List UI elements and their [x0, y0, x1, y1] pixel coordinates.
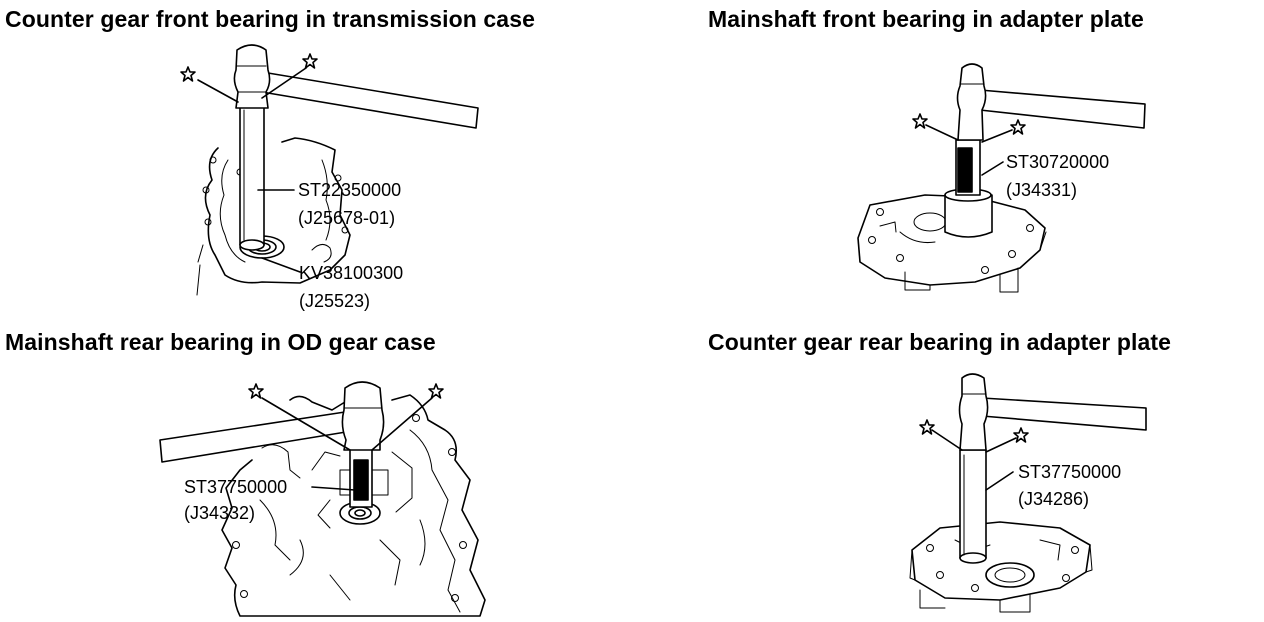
star-symbol-icon [248, 383, 264, 399]
diagram-counter-gear-rear [909, 373, 1147, 613]
star-symbol-icon [1013, 427, 1029, 443]
drift-tool-st37750000 [349, 444, 373, 508]
star-symbol-icon [428, 383, 444, 399]
part-label-j34331: (J34331) [1006, 180, 1078, 200]
part-label-kv38100300: KV38100300 [299, 263, 404, 283]
star-symbol-icon [1010, 119, 1026, 135]
leader-lines [261, 397, 433, 491]
star-symbol-icon [302, 53, 318, 69]
od-gear-case-outline [221, 394, 486, 617]
panel-title-mainshaft-front: Mainshaft front bearing in adapter plate [708, 6, 1144, 32]
leader-lines [931, 429, 1017, 491]
knurled-grip [353, 459, 369, 501]
panel-title-mainshaft-rear: Mainshaft rear bearing in OD gear case [5, 329, 436, 355]
hammer [233, 44, 479, 129]
leader-lines [197, 67, 307, 273]
drift-tool-st37750000 [959, 449, 987, 564]
star-symbol-icon [912, 113, 928, 129]
part-label-j25523: (J25523) [299, 291, 371, 311]
transmission-case-outline [196, 137, 351, 296]
knurled-grip [957, 147, 973, 193]
part-label-j34286: (J34286) [1018, 489, 1090, 509]
part-label-st37750000: ST37750000 [1018, 462, 1122, 482]
star-symbol-icon [180, 66, 196, 82]
hammer [956, 63, 1146, 141]
part-label-j34332: (J34332) [184, 503, 256, 523]
diagram-counter-gear-front [180, 44, 479, 296]
drift-tool-st22350000 [239, 104, 265, 251]
panel-title-counter-gear-rear: Counter gear rear bearing in adapter pla… [708, 329, 1172, 355]
part-label-st30720000: ST30720000 [1006, 152, 1110, 172]
leader-lines [925, 124, 1013, 176]
star-symbol-icon [919, 419, 935, 435]
adapter-plate-outline [909, 521, 1093, 613]
drift-tool-st30720000 [944, 139, 993, 238]
diagram-mainshaft-rear [159, 381, 486, 617]
adapter-plate-outline [857, 194, 1047, 293]
panel-title-counter-gear-front: Counter gear front bearing in transmissi… [5, 6, 535, 32]
part-label-st37750000: ST37750000 [184, 477, 288, 497]
hammer [159, 381, 385, 463]
diagram-mainshaft-front [857, 63, 1146, 293]
hammer [958, 373, 1147, 451]
part-label-st22350000: ST22350000 [298, 180, 402, 200]
part-label-j25678-01: (J25678-01) [298, 208, 396, 228]
